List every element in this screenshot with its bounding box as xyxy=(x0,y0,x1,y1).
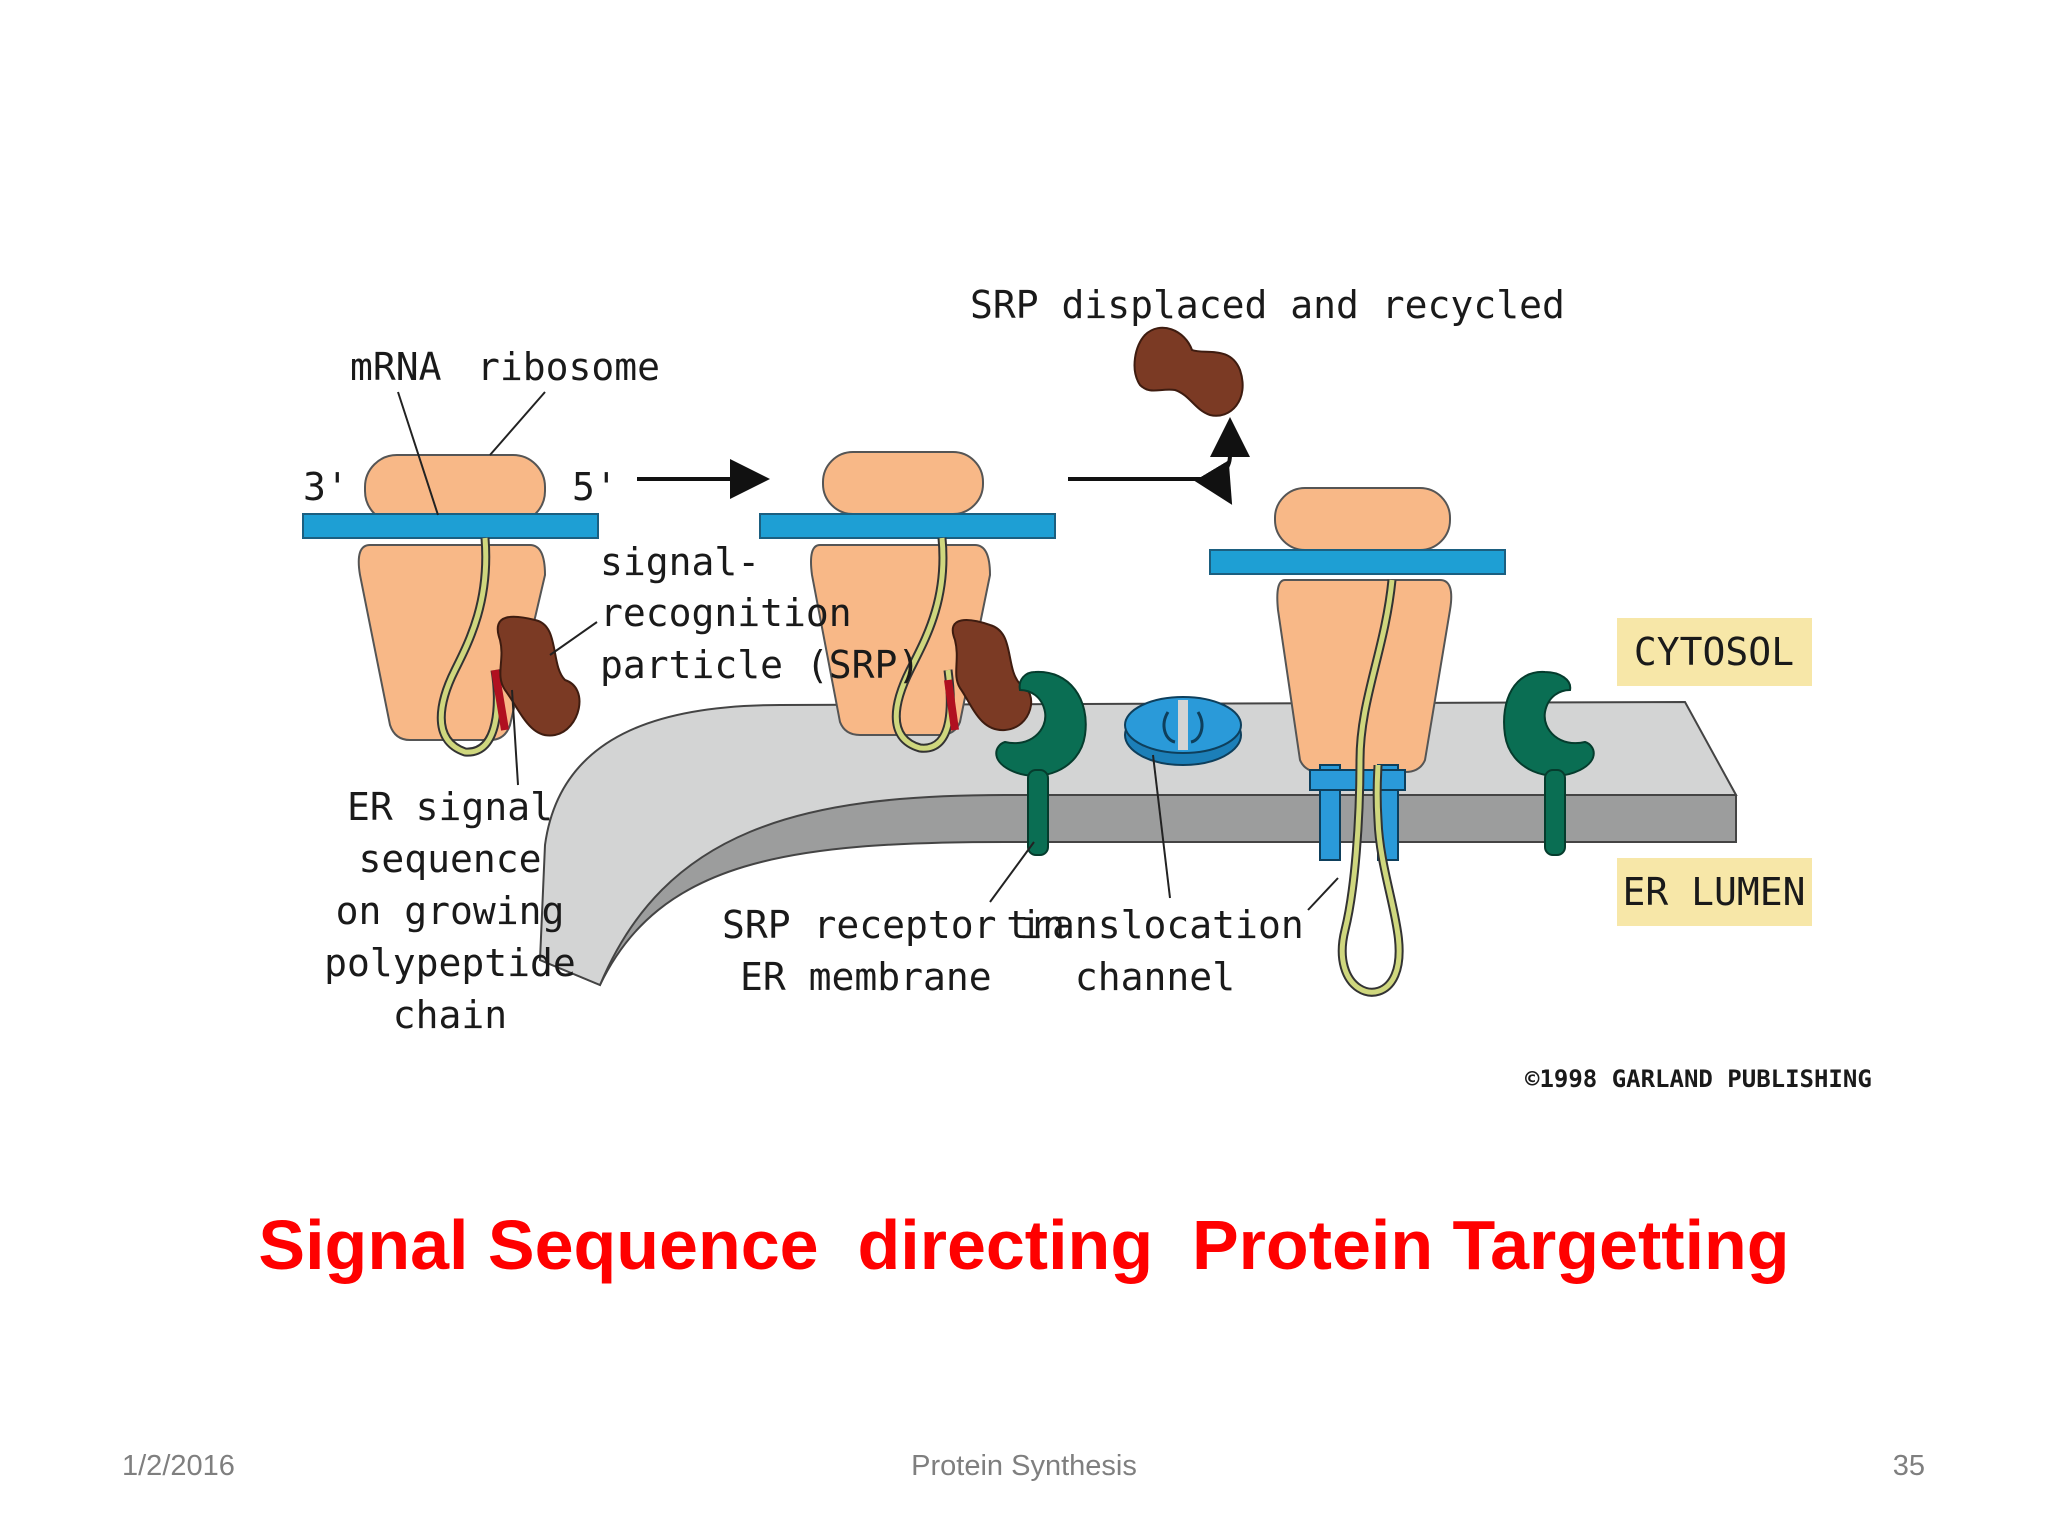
label-srp-line1: signal- xyxy=(600,540,760,584)
label-signal-line3: on growing xyxy=(336,889,565,933)
mrna-strand xyxy=(302,513,599,539)
process-arrows xyxy=(637,417,1250,505)
translocation-channel-closed xyxy=(1124,696,1242,766)
copyright-notice: ©1998 GARLAND PUBLISHING xyxy=(1525,1065,1872,1093)
label-er-lumen: ER LUMEN xyxy=(1622,870,1805,914)
label-signal-line5: chain xyxy=(393,993,507,1037)
label-cytosol: CYTOSOL xyxy=(1634,630,1794,674)
label-srp-line3: particle (SRP) xyxy=(600,643,920,687)
label-srp-recycled: SRP displaced and recycled xyxy=(970,283,1565,327)
footer-title: Protein Synthesis xyxy=(911,1450,1137,1482)
label-srp-line2: recognition xyxy=(600,591,852,635)
step3-translocation-complex xyxy=(1209,487,1595,997)
srp-receptor xyxy=(995,670,1087,777)
footer-page-number: 35 xyxy=(1892,1450,1925,1482)
label-channel-line1: translocation xyxy=(1006,903,1303,947)
label-receptor-line1: SRP receptor in xyxy=(722,903,1065,947)
arrow-srp-release xyxy=(1068,417,1250,481)
recycled-srp xyxy=(1133,326,1244,417)
slide-caption: Signal Sequence directing Protein Target… xyxy=(258,1206,1790,1284)
ribosome-small-subunit xyxy=(364,454,546,524)
arrow-step2-to-step3 xyxy=(1130,460,1233,505)
step2-docking-complex xyxy=(759,451,1087,856)
label-channel-line2: channel xyxy=(1075,955,1235,999)
label-signal-line1: ER signal xyxy=(347,785,553,829)
cytosol-box: CYTOSOL xyxy=(1617,618,1812,686)
er-membrane xyxy=(538,700,1738,987)
label-ribosome: ribosome xyxy=(477,345,660,389)
label-5-prime: 5' xyxy=(572,465,618,509)
label-receptor-line2: ER membrane xyxy=(740,955,992,999)
er-lumen-box: ER LUMEN xyxy=(1617,858,1812,926)
label-signal-line2: sequence xyxy=(358,837,541,881)
label-3-prime: 3' xyxy=(303,465,349,509)
leader-lines xyxy=(397,391,1339,911)
srp-particle xyxy=(496,615,581,737)
step1-ribosome-complex xyxy=(302,454,599,757)
label-mrna: mRNA xyxy=(350,345,442,389)
er-signal-sequence xyxy=(491,669,509,731)
footer-date: 1/2/2016 xyxy=(122,1450,235,1482)
label-signal-line4: polypeptide xyxy=(324,941,576,985)
